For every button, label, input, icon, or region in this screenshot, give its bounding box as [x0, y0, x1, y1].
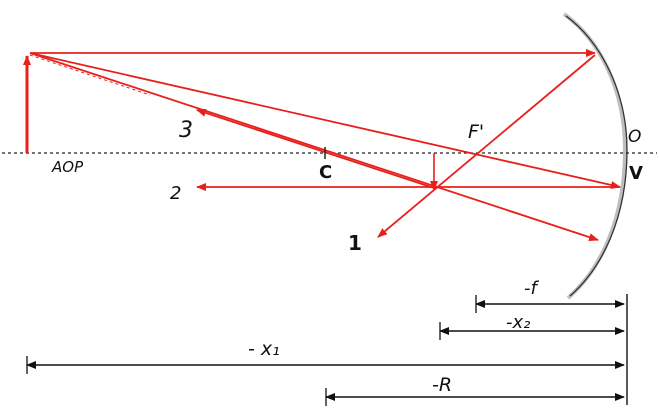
ray-3-reflected [196, 109, 435, 189]
focus-label: F' [468, 121, 484, 143]
object-distance-label: - x₁ [248, 338, 280, 360]
ray-1-label: 1 [348, 231, 362, 255]
ray-3-incident [29, 52, 599, 241]
vertex-label: V [629, 163, 643, 184]
concave-mirror-edge [565, 15, 628, 297]
ray-1-reflected [377, 54, 596, 238]
radius-label: -R [432, 374, 452, 396]
center-label: C [319, 162, 332, 183]
image-distance-label: -x₂ [506, 312, 530, 333]
ray-3-virtual [29, 54, 151, 96]
ray-3-label: 3 [179, 118, 193, 143]
ray-2-incident [29, 52, 621, 189]
object-label: AOP [51, 158, 84, 176]
ray-2-label: 2 [170, 183, 181, 204]
origin-label: O [628, 127, 641, 147]
concave-mirror [562, 12, 628, 300]
focal-length-label: -f [524, 278, 539, 299]
